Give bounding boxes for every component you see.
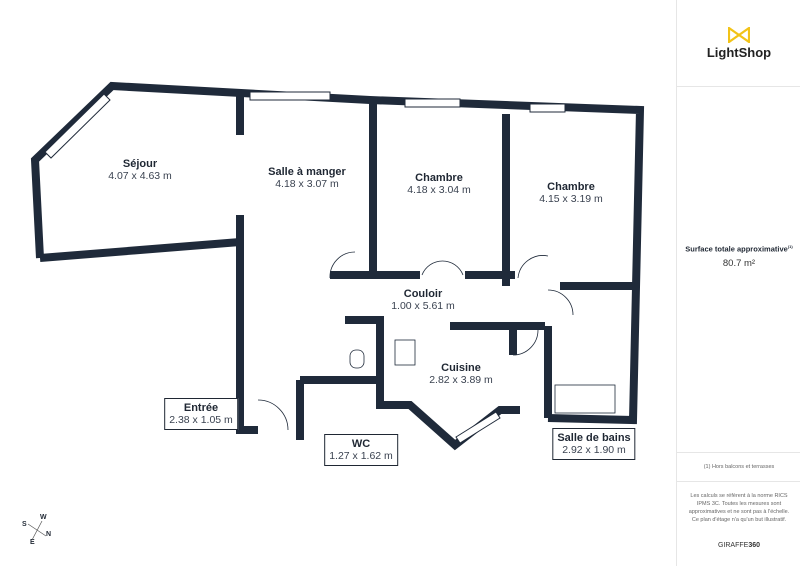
room-dims: 1.27 x 1.62 m	[329, 450, 393, 462]
logo: LightShop	[677, 0, 800, 87]
surface-title: Surface totale approximative	[685, 244, 788, 254]
room-dims: 1.00 x 5.61 m	[391, 300, 455, 312]
compass-w: W	[40, 514, 47, 521]
room-name: Salle à manger	[268, 166, 346, 178]
room-name: Cuisine	[441, 362, 481, 374]
door-swing	[421, 260, 464, 276]
lightshop-logo-icon	[728, 26, 750, 43]
window	[529, 103, 566, 113]
room-dims: 2.38 x 1.05 m	[169, 414, 233, 426]
room-name: Séjour	[122, 158, 158, 170]
room-dims: 4.18 x 3.07 m	[275, 178, 339, 190]
sejour-bottom-wall	[39, 238, 241, 262]
room-dims: 2.82 x 3.89 m	[429, 374, 493, 386]
credit-prefix: GIRAFFE	[717, 542, 749, 549]
room-name: Entrée	[183, 402, 219, 414]
sink	[394, 339, 416, 366]
room-dims: 4.07 x 4.63 m	[108, 170, 172, 182]
room-name: Chambre	[415, 172, 463, 184]
credit-suffix: 360	[748, 542, 761, 549]
floor-plan	[30, 81, 645, 451]
footnote-mark: (1)	[787, 244, 793, 249]
room-dims: 4.18 x 3.04 m	[407, 184, 471, 196]
room-name: Salle de bains	[557, 432, 631, 444]
wc-toilet	[349, 349, 365, 369]
room-name: Couloir	[403, 288, 443, 300]
disclaimer: Les calculs se réfèrent à la norme RICS …	[688, 493, 790, 523]
window	[249, 91, 331, 101]
room-name: Chambre	[547, 181, 595, 193]
window	[455, 411, 501, 444]
footnote: (1) Hors balcons et terrasses	[677, 452, 800, 482]
door-swing	[329, 251, 356, 279]
surface-summary: Surface totale approximative(1) 80.7 m²	[677, 244, 800, 269]
door-swing	[547, 289, 574, 316]
bathtub	[554, 384, 616, 414]
door-swing	[257, 399, 289, 431]
wc-inner-wall	[345, 316, 384, 380]
info-panel: LightShop Surface totale approximative(1…	[676, 0, 800, 566]
entree-wall	[236, 242, 258, 434]
compass-n: N	[46, 531, 52, 538]
door-swing	[517, 255, 549, 279]
room-dims: 2.92 x 1.90 m	[562, 444, 626, 456]
compass-e: E	[30, 539, 35, 546]
compass-icon: W S N E	[18, 512, 54, 548]
credit: GIRAFFE360	[677, 542, 800, 549]
exterior-wall	[30, 81, 645, 425]
door-swing	[512, 329, 539, 356]
window	[44, 93, 111, 159]
surface-value: 80.7 m²	[722, 257, 756, 269]
room-dims: 4.15 x 3.19 m	[539, 193, 603, 205]
room-name: WC	[351, 438, 371, 450]
compass-s: S	[22, 521, 27, 528]
logo-text: LightShop	[706, 44, 772, 60]
window	[404, 98, 461, 108]
